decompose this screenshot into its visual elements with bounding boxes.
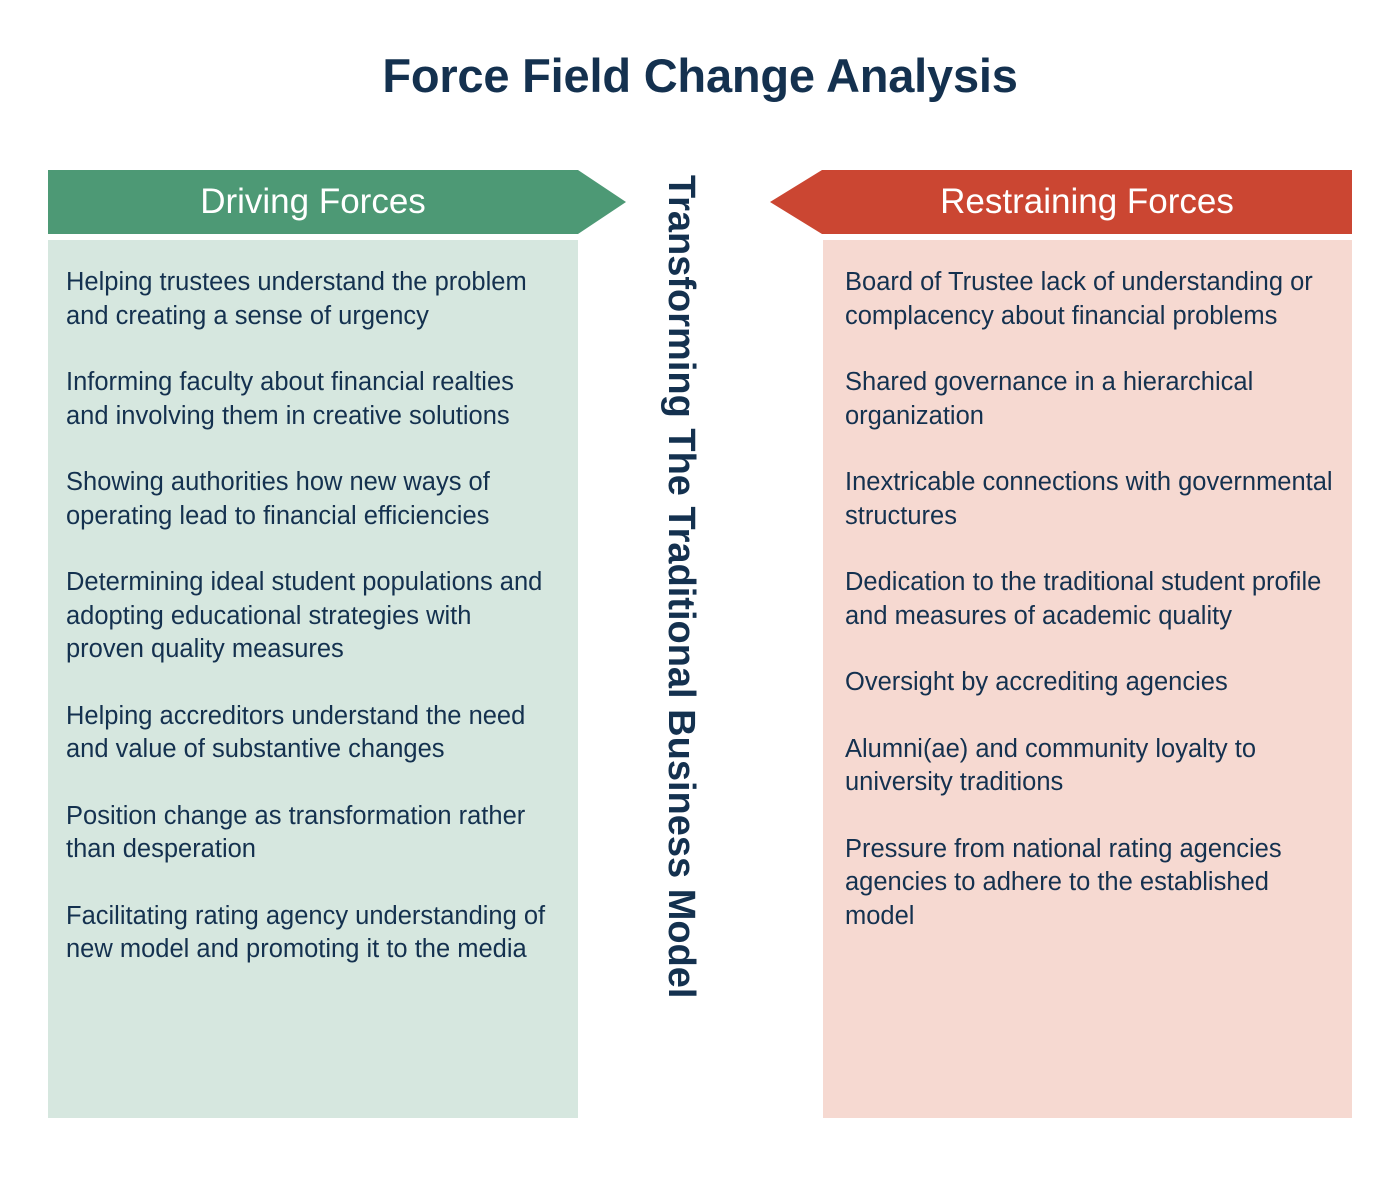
list-item: Shared governance in a hierarchical orga… bbox=[845, 368, 1254, 430]
list-item: Board of Trustee lack of understanding o… bbox=[845, 268, 1313, 330]
list-item: Alumni(ae) and community loyalty to univ… bbox=[845, 734, 1257, 797]
center-axis-label-text: Transforming The Traditional Business Mo… bbox=[660, 175, 702, 999]
page-title: Force Field Change Analysis bbox=[382, 49, 1018, 102]
list-item: Showing authorities how new ways of oper… bbox=[66, 468, 490, 530]
list-item: Helping trustees understand the problem … bbox=[66, 268, 527, 330]
list-item: Facilitating rating agency understanding… bbox=[66, 901, 546, 964]
list-item: Informing faculty about financial realti… bbox=[66, 368, 514, 430]
list-item: Pressure from national rating agencies a… bbox=[845, 834, 1282, 930]
restraining-forces-header: Restraining Forces bbox=[770, 170, 1352, 234]
list-item: Helping accreditors understand the need … bbox=[66, 701, 526, 764]
list-item: Determining ideal student populations an… bbox=[66, 568, 543, 663]
list-item: Position change as transformation rather… bbox=[66, 801, 526, 864]
left-arrow-icon bbox=[770, 170, 1352, 234]
restraining-forces-label: Restraining Forces bbox=[940, 182, 1234, 221]
list-item: Inextricable connections with government… bbox=[845, 468, 1333, 530]
driving-forces-label: Driving Forces bbox=[200, 182, 426, 221]
restraining-forces-list: Board of Trustee lack of understanding o… bbox=[845, 266, 1334, 933]
list-item: Dedication to the traditional student pr… bbox=[845, 568, 1322, 630]
driving-forces-header: Driving Forces bbox=[48, 170, 626, 234]
list-item: Oversight by accrediting agencies bbox=[845, 668, 1228, 696]
restraining-forces-panel: Board of Trustee lack of understanding o… bbox=[823, 240, 1352, 1118]
right-arrow-icon bbox=[48, 170, 626, 234]
driving-forces-panel: Helping trustees understand the problem … bbox=[48, 240, 578, 1118]
driving-forces-list: Helping trustees understand the problem … bbox=[66, 266, 556, 967]
